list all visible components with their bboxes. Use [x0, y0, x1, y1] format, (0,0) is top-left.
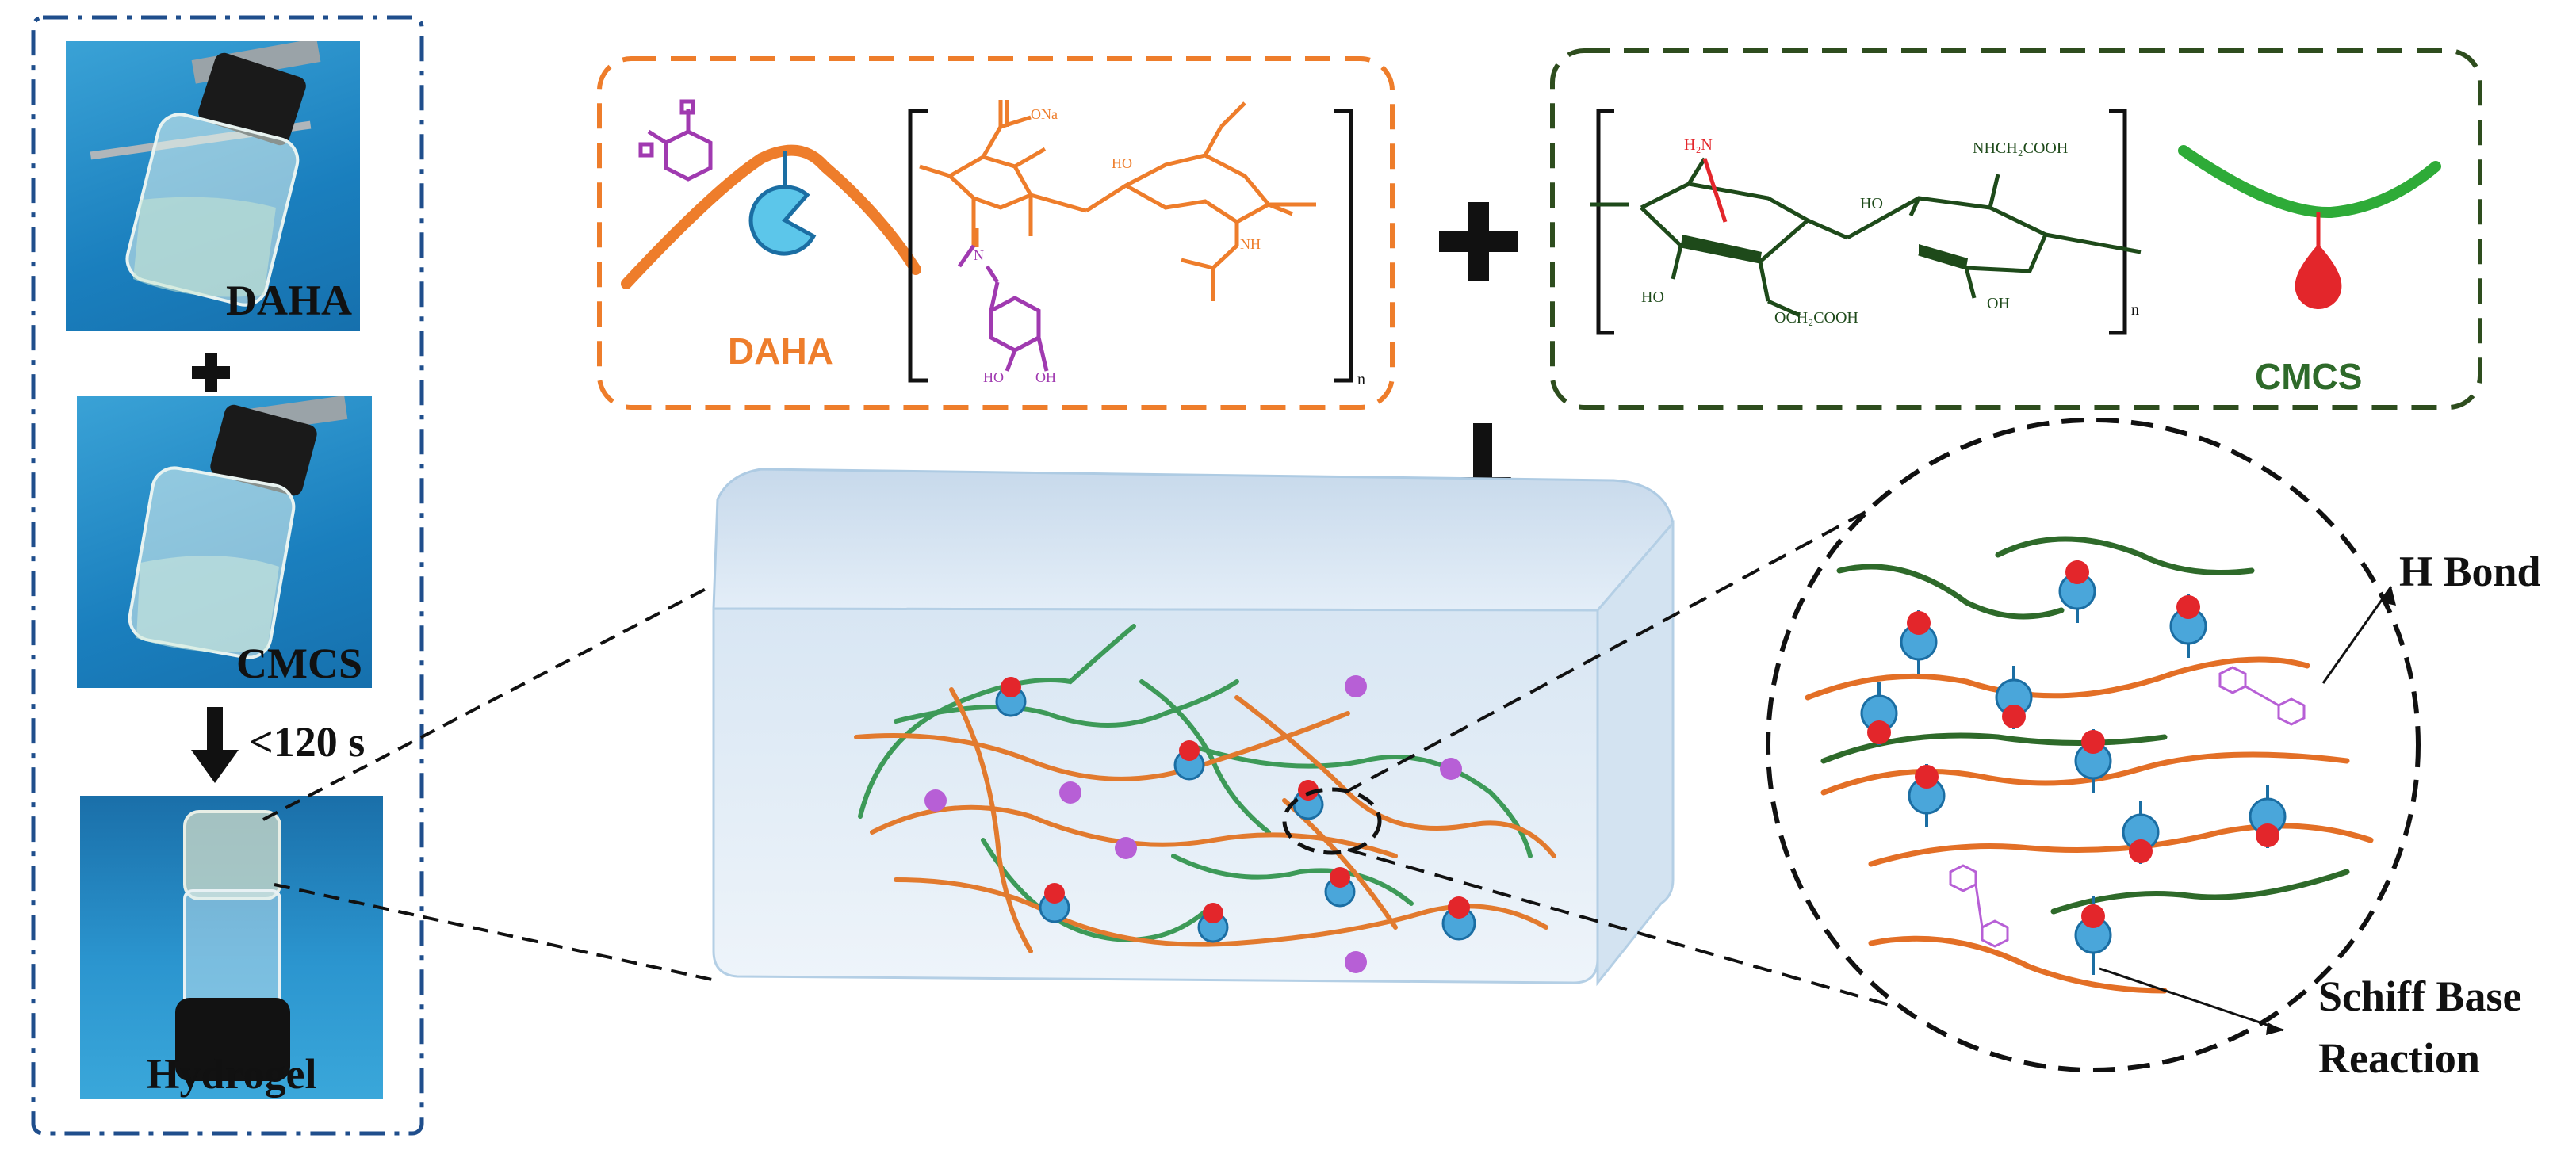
zoom-catechol-icons	[1949, 666, 2306, 948]
cmcs-oh-label: OH	[1987, 295, 2010, 312]
cmcs-och2cooh-label: OCH₂COOH	[1774, 309, 1858, 327]
cmcs-repeat-n-label: n	[2131, 301, 2139, 319]
down-arrow-icon	[191, 707, 239, 783]
crosslink-beads	[995, 677, 1476, 943]
daha-ho-label: HO	[1112, 155, 1132, 171]
daha-nh-label: NH	[1240, 236, 1261, 252]
plus-icon	[1439, 202, 1518, 281]
hydrogel-vial-photo: Hydrogel	[80, 796, 383, 1099]
daha-vial-photo: DAHA	[66, 41, 360, 331]
reaction-label: Reaction	[2318, 1034, 2480, 1082]
gelation-time-label: <120 s	[249, 718, 366, 766]
daha-box-label: DAHA	[728, 331, 833, 372]
cmcs-backbone-curve	[2178, 145, 2441, 219]
daha-backbone-curve	[621, 144, 921, 289]
cmcs-nhch2cooh-label: NHCH₂COOH	[1973, 139, 2069, 157]
cmcs-ho-right-label: HO	[1860, 195, 1883, 212]
daha-catechol-ho-label: HO	[983, 369, 1004, 385]
vial-illustration	[90, 41, 321, 307]
cmcs-h2n-label: H₂N	[1684, 136, 1713, 154]
aldehyde-icon	[748, 185, 817, 256]
plus-icon	[192, 353, 230, 392]
daha-catechol-oh-label: OH	[1035, 369, 1056, 385]
daha-repeat-n-label: n	[1357, 371, 1365, 388]
cmcs-vial-photo: CMCS	[77, 396, 372, 688]
cmcs-box-label: CMCS	[2255, 356, 2363, 397]
h-bond-label: H Bond	[2399, 548, 2541, 595]
vial-illustration	[175, 810, 290, 1081]
schiff-base-label: Schiff Base	[2318, 972, 2522, 1020]
cmcs-ho-left-label: HO	[1641, 288, 1664, 306]
daha-ona-label: ONa	[1031, 106, 1058, 122]
amine-drop-icon	[2295, 244, 2342, 309]
daha-photo-label: DAHA	[226, 277, 352, 324]
zoom-crosslink-beads	[1860, 560, 2287, 975]
cmcs-photo-label: CMCS	[236, 640, 362, 687]
catechol-dots	[924, 675, 1462, 973]
vial-illustration	[128, 396, 348, 659]
daha-n-atom-label: N	[974, 247, 984, 263]
catechol-icon	[638, 99, 713, 182]
hydrogel-photo-label: Hydrogel	[146, 1050, 317, 1098]
